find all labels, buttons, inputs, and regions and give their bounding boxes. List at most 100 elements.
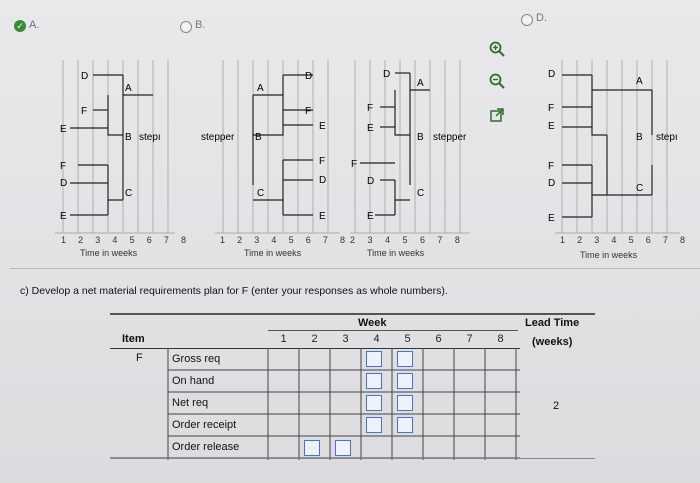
diagram-c-axis-title: Time in weeks <box>367 248 425 258</box>
tick: 7 <box>322 235 328 245</box>
diagram-d-label-f2: F <box>548 161 554 172</box>
row-gross-req: Gross req <box>172 353 221 365</box>
tick: 7 <box>662 235 668 245</box>
tick: 5 <box>129 235 135 245</box>
item-f-label: F <box>136 352 143 364</box>
diagram-d-label-f1: F <box>548 103 554 114</box>
tick: 3 <box>254 235 260 245</box>
option-d-label[interactable]: D. <box>536 12 547 24</box>
diagram-d-label-c: C <box>636 183 643 194</box>
tick: 7 <box>163 235 169 245</box>
diagram-b-label-e2: E <box>319 211 326 222</box>
input-net-req-w5[interactable] <box>397 395 413 411</box>
diagram-c-label-e2: E <box>367 211 374 222</box>
option-a-label[interactable]: A. <box>29 19 40 31</box>
diagram-b-label-e1: E <box>319 121 326 132</box>
diagram-a-label-b: B <box>125 132 132 143</box>
diagram-d-label-b: B <box>636 132 643 143</box>
zoom-in-icon[interactable] <box>488 40 506 58</box>
diagram-c-ticks: 2 3 4 5 6 7 8 <box>350 235 460 245</box>
tick: 6 <box>645 235 651 245</box>
tick: 5 <box>402 235 408 245</box>
row-net-req: Net req <box>172 397 209 409</box>
input-on-hand-w4[interactable] <box>366 373 382 389</box>
input-order-release-w2[interactable] <box>304 440 320 456</box>
diagram-a-label-f2: F <box>60 161 66 172</box>
tick: 2 <box>577 235 583 245</box>
tick: 8 <box>454 235 460 245</box>
diagram-c-label-c: C <box>417 188 424 199</box>
tick: 1 <box>61 235 67 245</box>
input-net-req-w4[interactable] <box>366 395 382 411</box>
selected-check-icon[interactable]: ✓ <box>14 20 26 32</box>
input-on-hand-w5[interactable] <box>397 373 413 389</box>
tick: 3 <box>594 235 600 245</box>
input-order-receipt-w5[interactable] <box>397 417 413 433</box>
diagram-b-label-a: A <box>257 83 264 94</box>
tick: 5 <box>288 235 294 245</box>
time-phased-diagram-c: D A F E B stepper F D C E <box>350 60 470 234</box>
week-number: 1 <box>280 333 287 345</box>
diagram-d-label-a: A <box>636 76 643 87</box>
tick: 2 <box>350 235 356 245</box>
tick: 1 <box>560 235 566 245</box>
diagram-a-label-d2: D <box>60 178 67 189</box>
diagram-b-label-c: C <box>257 188 264 199</box>
open-external-icon[interactable] <box>488 106 506 124</box>
table-top-border <box>110 313 595 315</box>
option-b-radio[interactable] <box>180 21 192 33</box>
diagram-a-label-d1: D <box>81 71 88 82</box>
input-order-receipt-w4[interactable] <box>366 417 382 433</box>
week-number: 4 <box>373 333 380 345</box>
diagram-c-label-a: A <box>417 78 424 89</box>
tick: 5 <box>628 235 634 245</box>
week-number: 3 <box>342 333 349 345</box>
divider <box>10 268 700 269</box>
week-number: 7 <box>466 333 473 345</box>
diagram-b-label-stepper: stepper <box>201 132 235 143</box>
diagram-d-label-d2: D <box>548 178 555 189</box>
tick: 4 <box>271 235 277 245</box>
diagram-d-label-e1: E <box>548 121 555 132</box>
diagram-b-label-b: B <box>255 132 262 143</box>
diagram-a-label-f1: F <box>81 106 87 117</box>
diagram-c-label-stepper: stepper <box>433 132 467 143</box>
tick: 3 <box>367 235 373 245</box>
tick: 4 <box>611 235 617 245</box>
row-order-receipt: Order receipt <box>172 419 237 431</box>
lead-time-value: 2 <box>553 400 560 412</box>
diagram-a-label-a: A <box>125 83 132 94</box>
diagram-a-label-stepper: stepı <box>139 132 161 143</box>
option-b-label[interactable]: B. <box>195 19 206 31</box>
diagram-d-label-e2: E <box>548 213 555 224</box>
item-header: Item <box>122 333 145 345</box>
tick: 4 <box>384 235 390 245</box>
tick: 7 <box>437 235 443 245</box>
row-order-release: Order release <box>172 441 240 453</box>
diagram-a-axis-title: Time in weeks <box>80 248 138 258</box>
diagram-c-label-b: B <box>417 132 424 143</box>
question-text: c) Develop a net material requirements p… <box>20 285 448 297</box>
tick: 4 <box>112 235 118 245</box>
diagram-d-label-d1: D <box>548 69 555 80</box>
week-numbers: 1 2 3 4 5 6 7 8 <box>268 333 518 345</box>
input-gross-req-w4[interactable] <box>366 351 382 367</box>
week-underline <box>268 330 518 331</box>
input-order-release-w3[interactable] <box>335 440 351 456</box>
option-d-radio[interactable] <box>521 14 533 26</box>
diagram-d-axis-title: Time in weeks <box>580 250 638 260</box>
time-phased-diagram-a: D A F E B stepı F D C E <box>55 60 175 234</box>
zoom-out-icon[interactable] <box>488 72 506 90</box>
tick: 2 <box>237 235 243 245</box>
tick: 6 <box>419 235 425 245</box>
diagram-d-ticks: 1 2 3 4 5 6 7 8 <box>560 235 685 245</box>
input-gross-req-w5[interactable] <box>397 351 413 367</box>
row-on-hand: On hand <box>172 375 215 387</box>
tick: 6 <box>146 235 152 245</box>
week-number: 5 <box>404 333 411 345</box>
tick: 8 <box>339 235 345 245</box>
tick: 8 <box>679 235 685 245</box>
diagram-b-label-d2: D <box>319 175 326 186</box>
